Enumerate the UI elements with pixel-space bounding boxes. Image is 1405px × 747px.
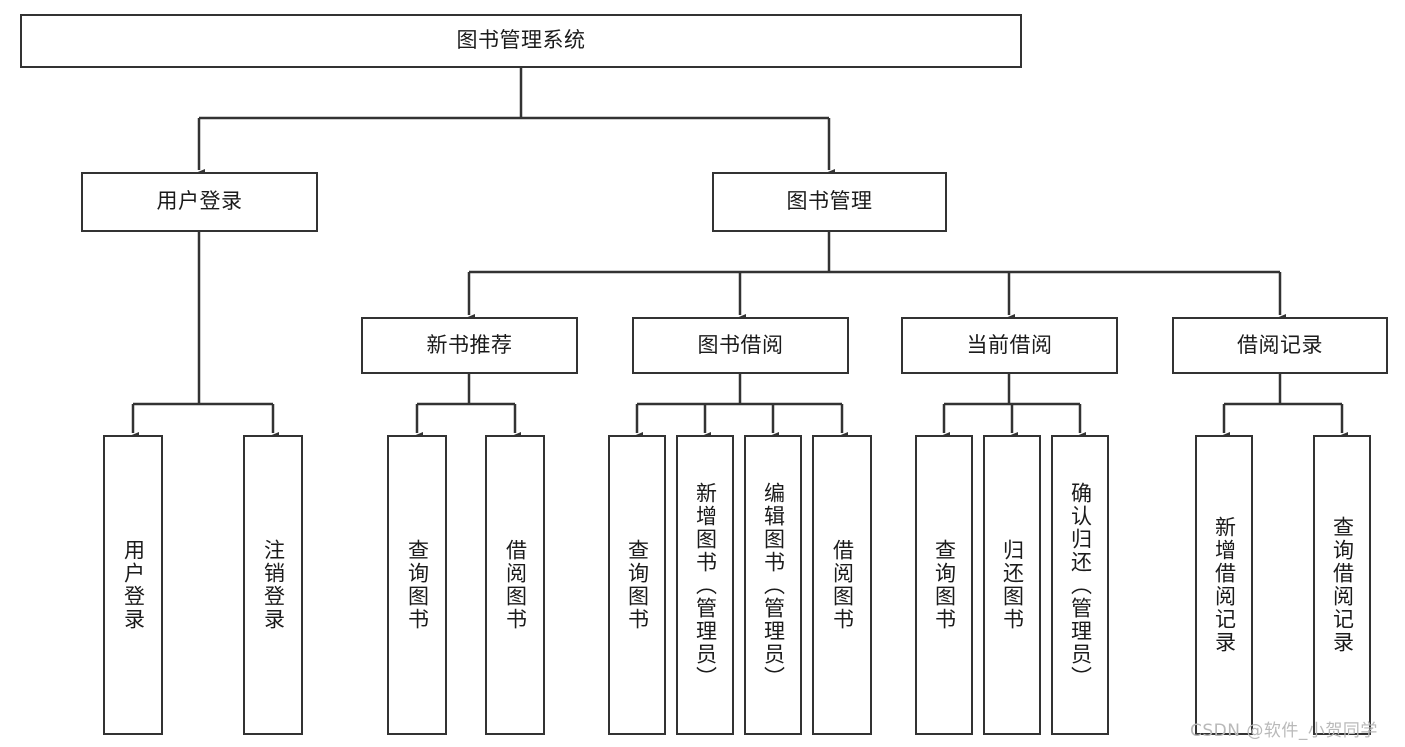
node-current-borrow[interactable]: 当前借阅 [901, 317, 1118, 374]
node-leaf-confirm-return[interactable]: 确认归还（管理员） [1051, 435, 1109, 735]
node-user-login[interactable]: 用户登录 [81, 172, 318, 232]
node-label-leaf-confirm-return: 确认归还（管理员） [1068, 481, 1093, 689]
node-leaf-query-record[interactable]: 查询借阅记录 [1313, 435, 1371, 735]
node-label-leaf-query-book-3: 查询图书 [932, 539, 957, 631]
node-borrow-record[interactable]: 借阅记录 [1172, 317, 1388, 374]
node-leaf-borrow-book-1[interactable]: 借阅图书 [485, 435, 545, 735]
node-label-user-login: 用户登录 [156, 189, 243, 214]
node-label-leaf-query-record: 查询借阅记录 [1330, 516, 1355, 654]
node-label-leaf-return-book: 归还图书 [1000, 539, 1025, 631]
node-label-book-mgmt: 图书管理 [786, 189, 873, 214]
node-label-leaf-user-logout: 注销登录 [261, 539, 286, 631]
node-leaf-query-book-1[interactable]: 查询图书 [387, 435, 447, 735]
connector-lines [127, 68, 1348, 442]
node-label-leaf-borrow-book-1: 借阅图书 [503, 539, 528, 631]
node-leaf-add-book[interactable]: 新增图书（管理员） [676, 435, 734, 735]
node-leaf-edit-book[interactable]: 编辑图书（管理员） [744, 435, 802, 735]
node-label-leaf-edit-book: 编辑图书（管理员） [761, 481, 786, 689]
node-leaf-return-book[interactable]: 归还图书 [983, 435, 1041, 735]
node-label-root: 图书管理系统 [456, 28, 586, 53]
node-label-leaf-query-book-2: 查询图书 [625, 539, 650, 631]
node-label-leaf-borrow-book-2: 借阅图书 [830, 539, 855, 631]
node-leaf-borrow-book-2[interactable]: 借阅图书 [812, 435, 872, 735]
node-root[interactable]: 图书管理系统 [20, 14, 1022, 68]
node-leaf-user-login[interactable]: 用户登录 [103, 435, 163, 735]
node-label-new-book-rec: 新书推荐 [426, 332, 513, 357]
node-leaf-user-logout[interactable]: 注销登录 [243, 435, 303, 735]
node-leaf-add-record[interactable]: 新增借阅记录 [1195, 435, 1253, 735]
node-book-mgmt[interactable]: 图书管理 [712, 172, 947, 232]
node-label-leaf-add-record: 新增借阅记录 [1212, 516, 1237, 654]
node-book-borrow[interactable]: 图书借阅 [632, 317, 849, 374]
node-new-book-rec[interactable]: 新书推荐 [361, 317, 578, 374]
node-leaf-query-book-2[interactable]: 查询图书 [608, 435, 666, 735]
node-label-leaf-user-login: 用户登录 [121, 539, 146, 631]
node-label-current-borrow: 当前借阅 [966, 332, 1053, 357]
node-label-leaf-add-book: 新增图书（管理员） [693, 481, 718, 689]
node-leaf-query-book-3[interactable]: 查询图书 [915, 435, 973, 735]
node-label-borrow-record: 借阅记录 [1237, 332, 1323, 357]
node-label-book-borrow: 图书借阅 [697, 332, 784, 357]
node-label-leaf-query-book-1: 查询图书 [405, 539, 430, 631]
